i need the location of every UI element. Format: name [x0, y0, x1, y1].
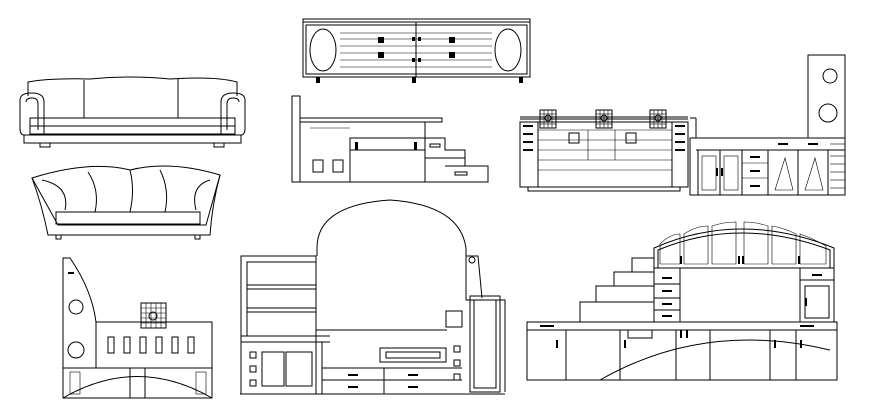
sofa-three-seater-icon — [19, 76, 246, 148]
tv-console-with-steps-icon — [291, 95, 489, 183]
tv-cabinet-with-speakers-icon — [519, 109, 689, 192]
arched-storage-wall-unit-icon — [526, 221, 838, 381]
tv-unit-with-speaker-tower-icon — [62, 257, 213, 399]
arched-tv-wall-unit-icon — [240, 199, 506, 395]
tv-unit-top-view-icon — [302, 18, 531, 83]
sideboard-cabinet-icon — [689, 54, 846, 196]
sofa-curved-icon — [31, 165, 221, 240]
